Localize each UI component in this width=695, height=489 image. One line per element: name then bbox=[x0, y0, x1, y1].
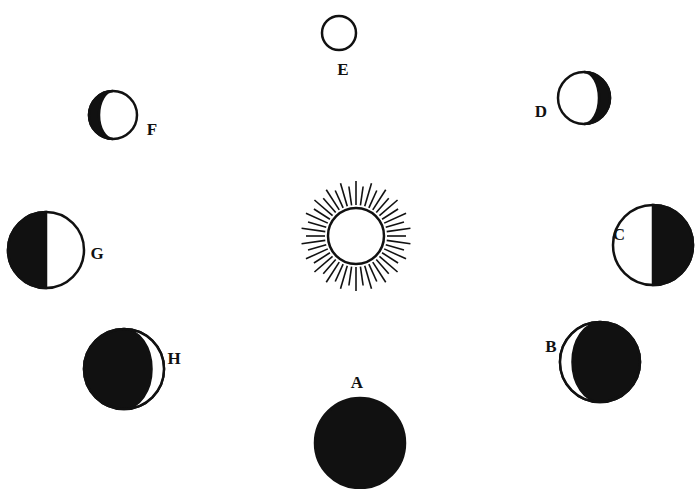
sun-ray bbox=[349, 267, 352, 286]
moon-quarter bbox=[8, 212, 84, 288]
moon-quarter bbox=[613, 205, 693, 285]
phase-letter: A bbox=[351, 374, 363, 391]
phase-letter: E bbox=[337, 61, 348, 78]
sun-ray bbox=[384, 249, 406, 259]
sun-ray bbox=[349, 187, 352, 206]
sun-ray bbox=[314, 200, 332, 216]
sun-ray bbox=[308, 245, 326, 250]
sun-ray bbox=[326, 262, 339, 282]
sun-ray bbox=[379, 200, 397, 216]
sun-rays bbox=[302, 181, 411, 291]
phase-letter: D bbox=[535, 103, 547, 120]
sun-ray bbox=[386, 245, 404, 250]
sun-ray bbox=[302, 228, 326, 231]
sun-ray bbox=[355, 267, 357, 291]
moon-crescent bbox=[84, 329, 164, 409]
sun-ray bbox=[335, 191, 343, 208]
sun-ray bbox=[326, 190, 339, 210]
moon-crescent bbox=[560, 322, 640, 402]
phase-letter: C bbox=[613, 226, 625, 243]
sun-ray bbox=[306, 213, 328, 223]
sun-ray bbox=[323, 259, 335, 273]
sun-ray bbox=[369, 264, 377, 281]
phase-letter: F bbox=[147, 121, 157, 138]
sun-ray bbox=[314, 256, 332, 272]
sun-ray bbox=[373, 190, 386, 210]
sun-ray bbox=[360, 267, 363, 286]
sun-ray bbox=[341, 183, 348, 206]
sun-ray bbox=[379, 256, 397, 272]
sun-ray bbox=[373, 262, 386, 282]
sun-ray bbox=[360, 187, 363, 206]
sun-ray bbox=[365, 266, 372, 289]
sun-ray bbox=[387, 228, 411, 231]
sun-ray bbox=[302, 240, 326, 243]
phase-letter: H bbox=[167, 350, 180, 367]
moon-full bbox=[322, 16, 356, 50]
sun-ray bbox=[308, 222, 326, 227]
phase-letter: B bbox=[545, 338, 556, 355]
sun-ray bbox=[387, 240, 411, 243]
sun-ray bbox=[355, 181, 357, 205]
sun bbox=[328, 208, 384, 264]
sun-ray bbox=[306, 235, 325, 237]
sun-ray bbox=[386, 222, 404, 227]
moon-new bbox=[315, 398, 405, 488]
moon-gibbous bbox=[558, 72, 610, 124]
moon-gibbous bbox=[89, 91, 137, 139]
sun-ray bbox=[387, 235, 406, 237]
sun-ray bbox=[376, 198, 388, 212]
phase-letter: G bbox=[90, 245, 103, 262]
